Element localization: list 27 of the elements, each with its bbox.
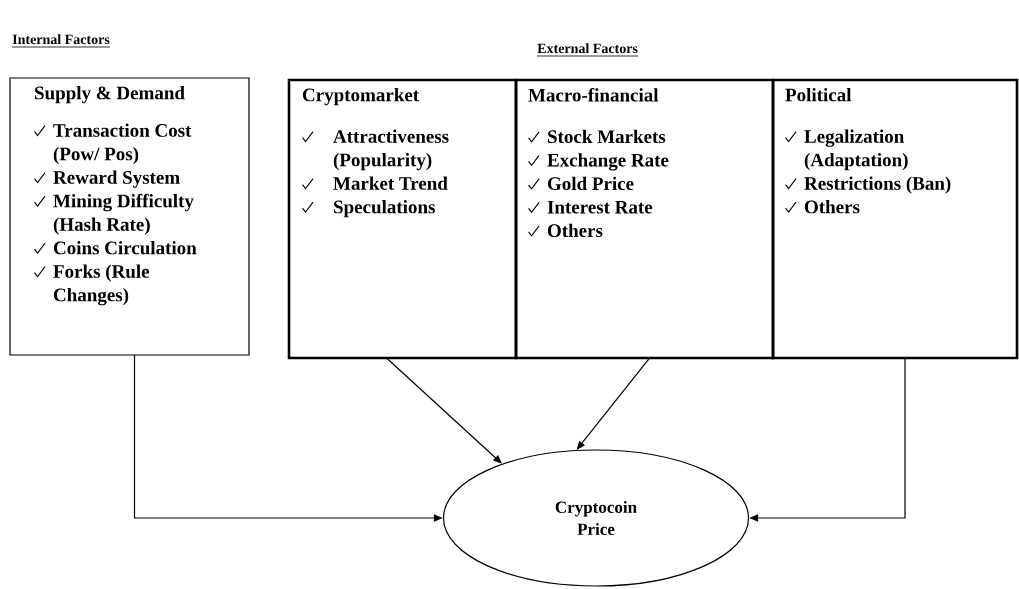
section-heading: Internal Factors xyxy=(11,34,111,48)
list-item: Forks (Rule Changes) xyxy=(53,264,150,306)
list-item: Others xyxy=(547,223,603,238)
list-item: Market Trend xyxy=(333,176,448,190)
box-heading: Political xyxy=(785,88,852,102)
list-item: Speculations xyxy=(334,200,435,218)
factor-column xyxy=(287,78,518,360)
list-item: Restrictions (Ban) xyxy=(804,176,951,194)
list-item: Exchange Rate xyxy=(547,153,669,171)
list-item: Others xyxy=(804,200,860,214)
box-heading: Supply & Demand xyxy=(35,86,185,104)
box-heading: Cryptomarket xyxy=(302,88,420,106)
list-item: Coins Circulation xyxy=(53,241,197,255)
factor-column xyxy=(514,78,775,360)
list-item: Legalization (Adaptation) xyxy=(804,129,908,171)
factor-column xyxy=(771,78,1019,360)
list-item: Mining Difficulty (Hash Rate) xyxy=(53,193,194,235)
arrow xyxy=(576,357,651,450)
list-item: Interest Rate xyxy=(547,200,653,214)
section-heading: External Factors xyxy=(536,43,639,57)
list-item: Gold Price xyxy=(547,176,634,191)
list-item: Reward System xyxy=(53,170,180,188)
box-heading: Macro-financial xyxy=(528,88,659,102)
list-item: Attractiveness (Popularity) xyxy=(333,129,449,171)
factor-box xyxy=(9,77,250,356)
list-item: Stock Markets xyxy=(548,129,666,144)
list-item: Transaction Cost (Pow/ Pos) xyxy=(53,123,192,165)
